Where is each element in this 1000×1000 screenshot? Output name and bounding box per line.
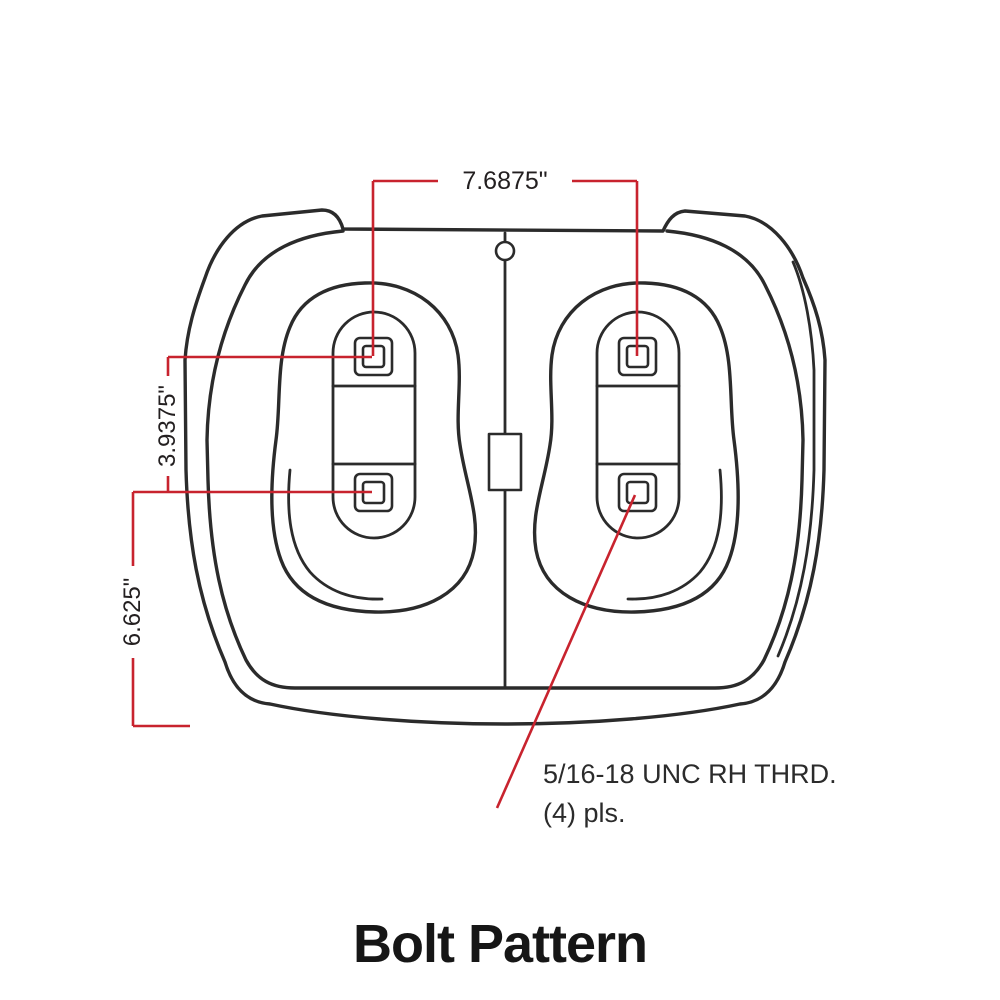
dim-top-width-label: 7.6875" xyxy=(462,167,547,195)
bolt-hole-bottom-right-inner xyxy=(625,480,650,505)
thread-spec-text: 5/16-18 UNC RH THRD. xyxy=(543,759,837,789)
dimension-top-width: 7.6875" xyxy=(371,167,639,356)
dim-vspacing-label: 3.9375" xyxy=(154,385,181,467)
thread-callout: 5/16-18 UNC RH THRD. (4) pls. xyxy=(495,494,837,828)
thread-qty-text: (4) pls. xyxy=(543,798,626,828)
dimension-vertical-spacing: 3.9375" xyxy=(154,355,372,492)
right-cushion-rim xyxy=(626,468,723,601)
left-cushion xyxy=(270,281,478,614)
center-latch-slot xyxy=(487,432,523,492)
dim-bottom-offset-label: 6.625" xyxy=(119,578,146,647)
right-cushion-outline xyxy=(532,281,740,614)
left-cushion-rim xyxy=(287,468,384,601)
right-cushion xyxy=(532,281,740,614)
seat-edge-contour-right xyxy=(776,260,816,658)
diagram-title: Bolt Pattern xyxy=(353,914,647,974)
center-features xyxy=(487,231,523,689)
thread-leader-line xyxy=(495,494,637,809)
seat-outline-outer xyxy=(183,208,827,726)
center-pivot-hole xyxy=(494,240,516,262)
left-cushion-outline xyxy=(270,281,478,614)
dimension-bottom-offset: 6.625" xyxy=(119,490,372,728)
left-bolt-slot xyxy=(331,310,417,540)
